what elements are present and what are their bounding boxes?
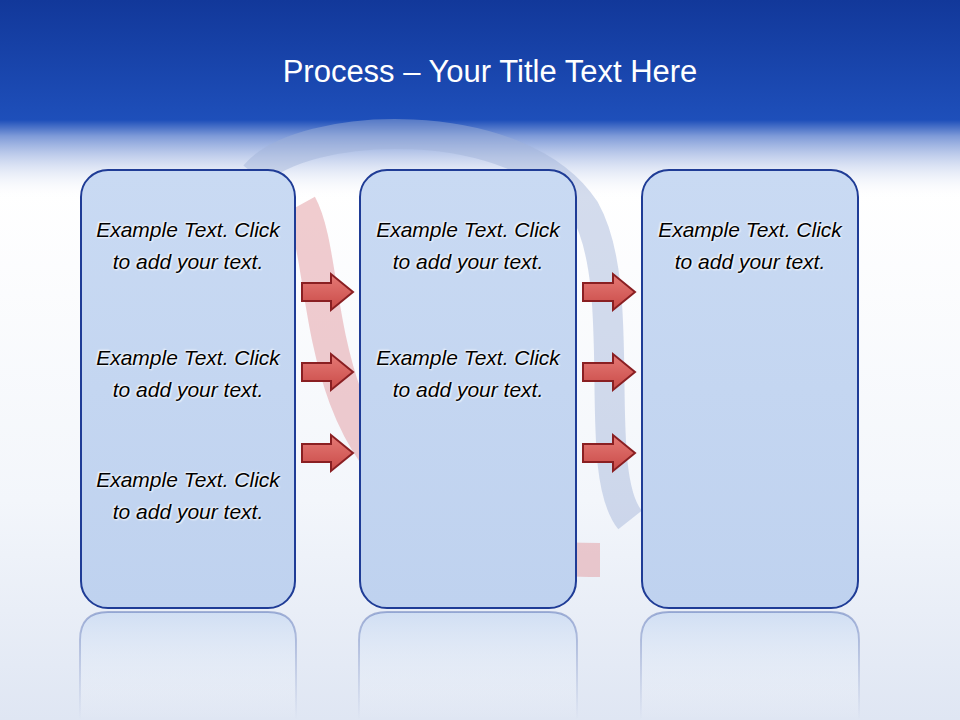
block-arrow [583, 354, 635, 390]
block-arrow [583, 274, 635, 310]
slide-title: Process – Your Title Text Here [20, 54, 960, 90]
process-box: Example Text. Click to add your text. Exa… [80, 169, 296, 609]
box-text: Example Text. Click to add your text. [361, 214, 575, 278]
box-text: Example Text. Click to add your text. [82, 464, 294, 528]
box-reflections [80, 612, 859, 720]
block-arrow [302, 354, 353, 390]
block-arrow [302, 274, 353, 310]
process-box: Example Text. Click to add your text. [641, 169, 859, 609]
box-text: Example Text. Click to add your text. [82, 342, 294, 406]
block-arrow [302, 435, 353, 471]
process-box: Example Text. Click to add your text. Exa… [359, 169, 577, 609]
box-text: Example Text. Click to add your text. [643, 214, 857, 278]
block-arrow [583, 435, 635, 471]
box-text: Example Text. Click to add your text. [361, 342, 575, 406]
box-text: Example Text. Click to add your text. [82, 214, 294, 278]
